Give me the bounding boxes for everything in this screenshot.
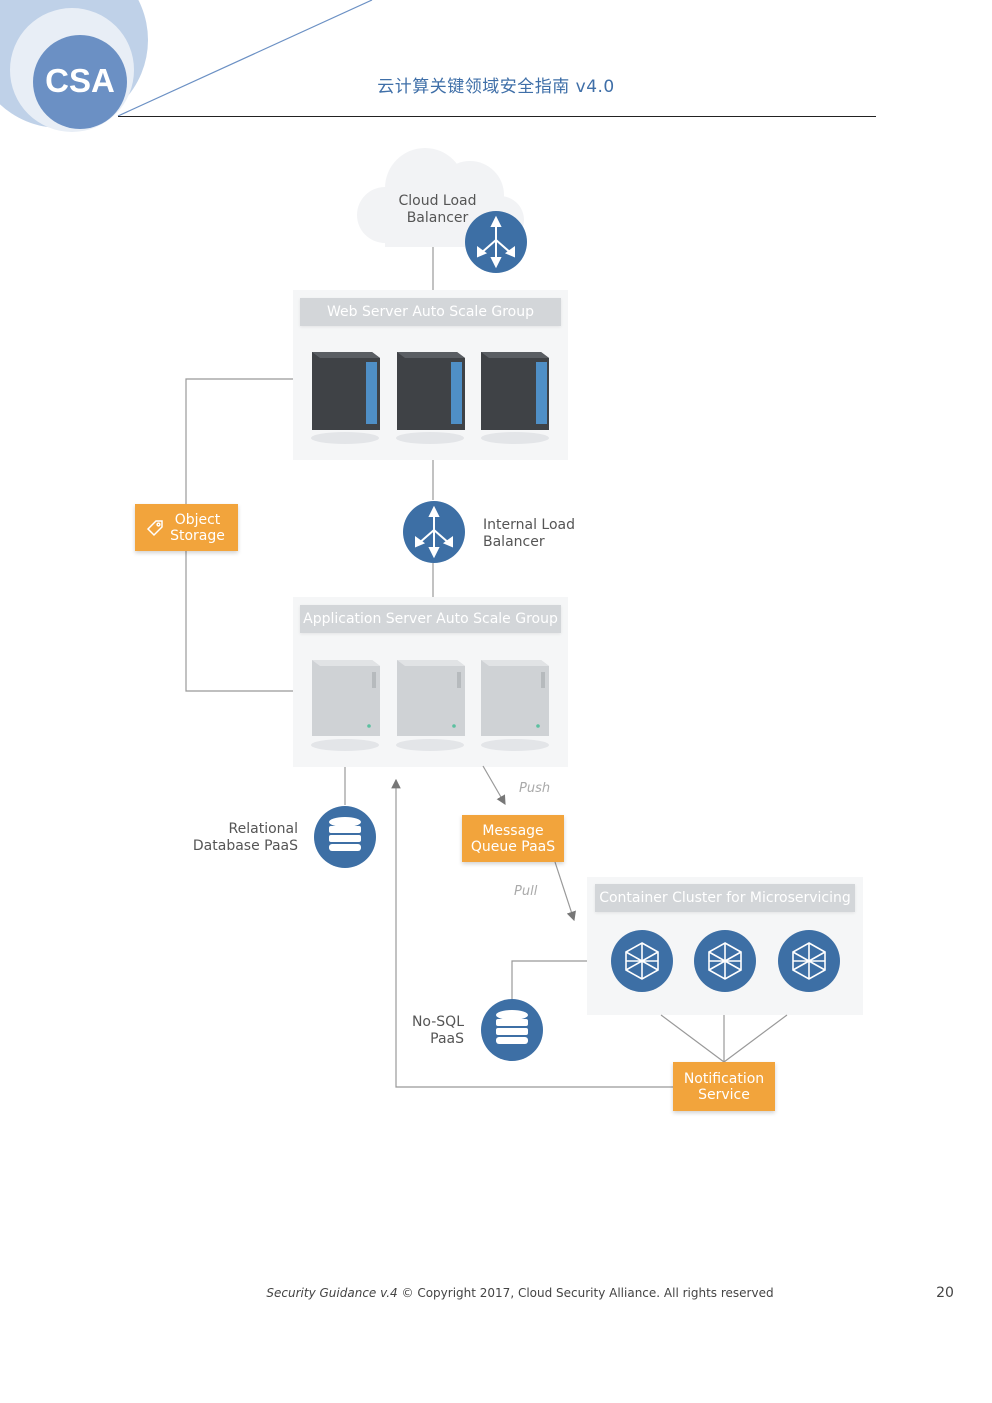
- page-title: 云计算关键领域安全指南 v4.0: [377, 77, 615, 97]
- footer-copyright: Security Guidance v.4 © Copyright 2017, …: [150, 1286, 890, 1300]
- footer-copyright-text: © Copyright 2017, Cloud Security Allianc…: [401, 1286, 774, 1300]
- cloud-shape: [357, 148, 524, 247]
- app-server-1-icon: [311, 660, 380, 751]
- relational-db-label-line2: Database PaaS: [192, 838, 298, 854]
- app-servers: [311, 660, 549, 751]
- internal-lb-label-line1: Internal Load: [483, 517, 575, 533]
- notification-service-box: Notification Service: [673, 1062, 775, 1111]
- message-queue-line1: Message: [482, 822, 544, 839]
- internal-lb-label: Internal Load Balancer: [483, 517, 575, 551]
- nosql-database-icon: [481, 999, 543, 1061]
- connector-ms1-to-notify: [660, 1014, 725, 1063]
- notification-line2: Service: [698, 1086, 750, 1103]
- connector-ms3-to-notify: [723, 1014, 788, 1063]
- microservice-3-icon: [778, 930, 840, 992]
- message-queue-line2: Queue PaaS: [470, 838, 556, 855]
- object-storage-box: Object Storage: [135, 504, 238, 551]
- nosql-label: No-SQL PaaS: [390, 1014, 464, 1048]
- nosql-label-line1: No-SQL: [411, 1014, 464, 1030]
- web-server-3-icon: [481, 352, 549, 444]
- header-divider: [118, 116, 876, 117]
- connector-storage-to-app: [185, 551, 293, 692]
- push-arrow: [482, 765, 506, 806]
- relational-database-icon: [314, 806, 376, 868]
- container-cluster-title: Container Cluster for Microservicing: [595, 884, 855, 912]
- microservice-2-icon: [694, 930, 756, 992]
- web-server-2-icon: [396, 352, 465, 444]
- object-storage-line1: Object: [174, 511, 221, 528]
- connector-cluster-to-nosql: [511, 960, 587, 1000]
- notification-line1: Notification: [683, 1070, 765, 1087]
- footer-doc-name: Security Guidance v.4: [266, 1286, 398, 1300]
- object-storage-line2: Storage: [170, 527, 225, 544]
- web-server-group-title: Web Server Auto Scale Group: [300, 298, 561, 326]
- logo-swoosh-line: [117, 0, 373, 117]
- internal-load-balancer-icon: [403, 501, 465, 563]
- notify-return-arrow: [391, 778, 673, 1088]
- web-server-1-icon: [311, 352, 380, 444]
- logo-text: CSA: [45, 62, 115, 99]
- connectors: [185, 247, 788, 1088]
- web-servers: [311, 352, 549, 444]
- app-server-2-icon: [396, 660, 465, 751]
- app-server-group-title: Application Server Auto Scale Group: [300, 605, 561, 633]
- logo-inner-circle: [33, 35, 127, 129]
- cloud-load-balancer-icon: [465, 211, 527, 273]
- page-number: 20: [936, 1285, 954, 1301]
- nosql-label-line2: PaaS: [430, 1031, 464, 1047]
- cloud-load-balancer-label: Cloud Load Balancer: [398, 193, 477, 226]
- pull-arrow: [554, 861, 576, 922]
- message-queue-box: Message Queue PaaS: [462, 815, 564, 862]
- app-server-3-icon: [481, 660, 549, 751]
- push-label: Push: [519, 781, 551, 796]
- relational-db-label: Relational Database PaaS: [170, 821, 298, 855]
- storage-tag-icon: [146, 520, 163, 537]
- internal-lb-label-line2: Balancer: [483, 534, 545, 550]
- relational-db-label-line1: Relational: [228, 821, 298, 837]
- connector-web-to-storage: [185, 378, 293, 504]
- microservice-1-icon: [611, 930, 673, 992]
- pull-label: Pull: [514, 884, 538, 899]
